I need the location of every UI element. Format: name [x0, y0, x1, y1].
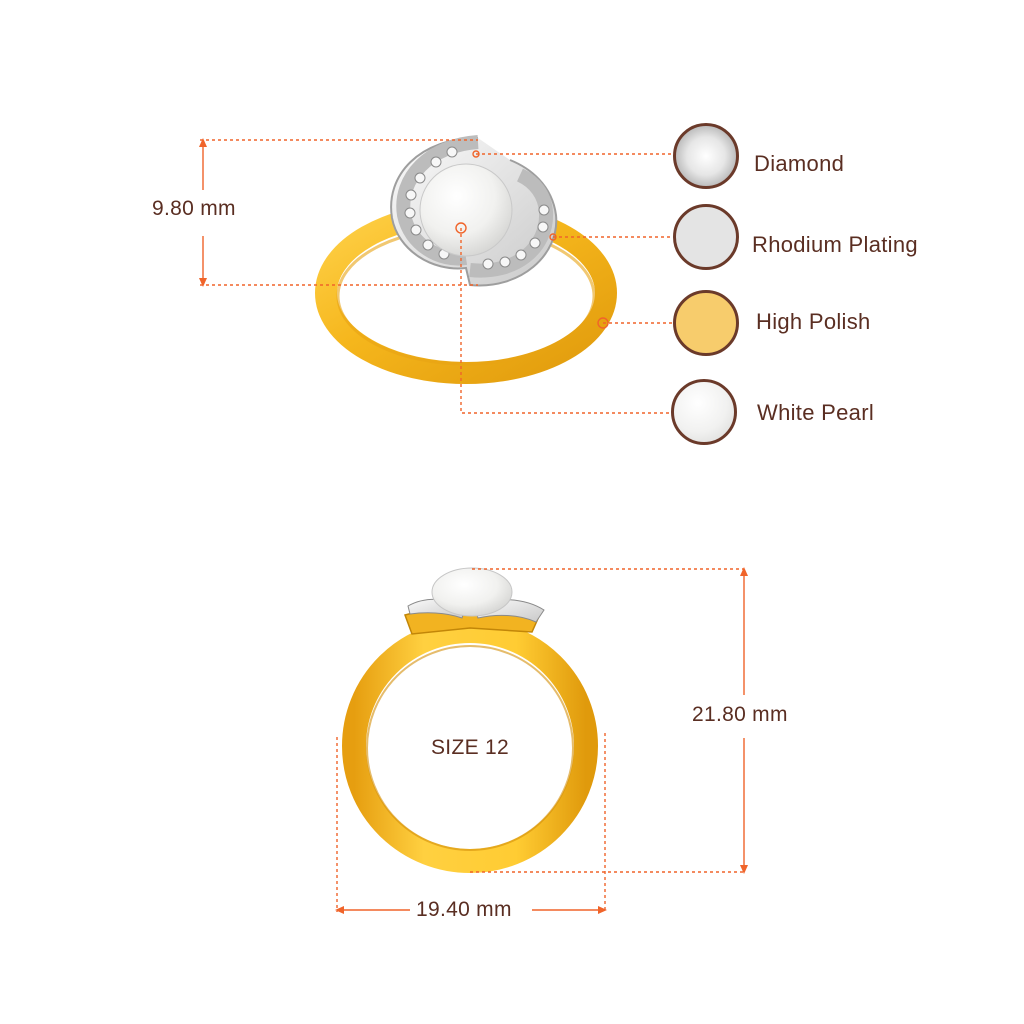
diamond-swatch-icon — [673, 123, 739, 189]
gold-band-side — [342, 619, 598, 873]
head-height-label: 9.80 mm — [152, 197, 236, 220]
ring-top-view — [315, 135, 617, 384]
leader-markers — [455, 150, 609, 329]
ring-side-view — [342, 567, 598, 873]
dimension-lines-top — [200, 139, 478, 286]
leader-lines — [460, 153, 672, 414]
pearl-side — [431, 567, 513, 617]
legend-label-white-pearl: White Pearl — [757, 400, 875, 425]
height-arrow-top — [199, 138, 207, 287]
dimension-lines-side — [336, 568, 744, 912]
pearl-swatch-icon — [671, 379, 737, 445]
gold-swatch-icon — [673, 290, 739, 356]
ring-width-label: 19.40 mm — [416, 898, 512, 921]
accent-diamonds-top — [404, 146, 550, 270]
ring-height-label: 21.80 mm — [692, 703, 788, 726]
rhodium-swatch-icon — [673, 204, 739, 270]
legend-label-diamond: Diamond — [754, 151, 845, 176]
legend-label-rhodium: Rhodium Plating — [752, 232, 918, 257]
height-arrow-side — [740, 567, 748, 874]
pearl-top — [419, 163, 513, 257]
gold-band-side-inner — [366, 645, 574, 851]
legend-label-high-polish: High Polish — [756, 309, 871, 334]
width-arrow-side — [335, 906, 607, 914]
ring-size-label: SIZE 12 — [431, 736, 509, 759]
